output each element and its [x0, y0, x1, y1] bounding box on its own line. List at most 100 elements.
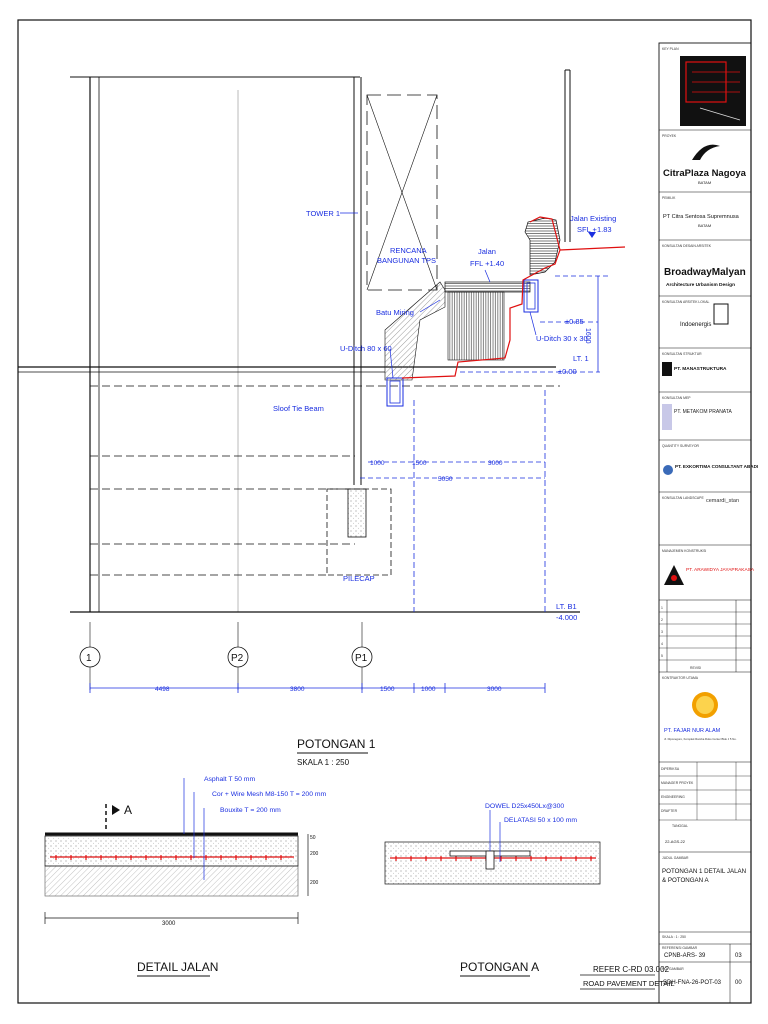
drawing-no: SDH-FNA-26-POT-03: [663, 980, 722, 986]
rev-row-4: 4: [661, 642, 663, 646]
ref-value: CPNB-ARS- 39: [664, 953, 706, 959]
layer-cor: Cor + Wire Mesh M8-150 T = 200 mm: [212, 791, 327, 798]
side-dim-1: 50: [310, 835, 316, 841]
key-plan-thumbnail: [680, 56, 746, 126]
grid-marker-1: [79, 646, 101, 668]
tb-architect-sub: Architecture Urbanism Design: [666, 282, 735, 288]
drawing-title-2: & POTONGAN A: [662, 877, 710, 884]
grid-label-1: 1: [86, 653, 92, 664]
tb-key-plan-label: KEY PLAN: [662, 47, 679, 51]
section-potongan-1: TOWER 1 RENCANA BANGUNAN TPS Jalan FFL +…: [18, 69, 626, 767]
citraplaza-logo-icon: [692, 144, 720, 160]
rev-row-2: 2: [661, 618, 663, 622]
tb-structure: PT. MANASTRUKTURA: [674, 366, 727, 372]
tb-structure-label: KONSULTAN STRUKTUR: [662, 352, 702, 356]
date-value: 22-AGS-22: [665, 839, 686, 844]
label-jalan-existing-1: Jalan Existing: [570, 214, 616, 223]
tb-landscape-label: KONSULTAN LANDSCAPE: [662, 496, 704, 500]
rev-row-3: 3: [661, 630, 663, 634]
grid-marker-p2: [227, 646, 249, 668]
tb-landscape: cemardi_stan: [706, 498, 739, 504]
refer-line-2: ROAD PAVEMENT DETAIL: [583, 979, 675, 988]
label-lt1: LT. 1: [573, 354, 589, 363]
tb-owner-label: PEMILIK: [662, 196, 676, 200]
bottom-dim-3: 1500: [380, 686, 395, 693]
dim-5050: 5050: [438, 476, 453, 483]
drawing-title-1: POTONGAN 1 DETAIL JALAN: [662, 868, 746, 875]
section-marker-a: A: [124, 803, 132, 817]
layer-bouxite: Bouxite T = 200 mm: [220, 807, 281, 814]
rev-row-5: 5: [661, 654, 663, 658]
grid-marker-p1: [351, 646, 373, 668]
signoff-1: DIPERIKSA: [661, 767, 680, 771]
tb-pm-label: MANAJEMEN KONSTRUKSI: [662, 549, 706, 553]
tb-owner: PT Citra Sentosa Supremnusa: [663, 214, 740, 220]
tb-project-logo: CitraPlaza Nagoya: [663, 168, 747, 179]
label-delatasi: DELATASI 50 x 100 mm: [504, 817, 577, 824]
signoff-3: ENGINEERING: [661, 795, 685, 799]
drawing-no-label: NO. GAMBAR: [662, 967, 684, 971]
tb-qs: PT. EXKORTIMA CONSULTANT ABADI: [675, 464, 758, 469]
tb-mep: PT. METAKOM PRANATA: [674, 409, 732, 415]
tb-project-label: PROYEK: [662, 134, 677, 138]
detail-jalan: A Asphalt T 50 mm Cor + Wire Mesh M8-150…: [44, 776, 327, 977]
section-scale: SKALA 1 : 250: [297, 758, 350, 767]
label-jalan-1: Jalan: [478, 247, 496, 256]
label-tower: TOWER 1: [306, 209, 340, 218]
width-dim: 3000: [162, 921, 176, 927]
title-block: KEY PLAN PROYEK CitraPlaza Nagoya BATAM …: [658, 42, 758, 1004]
drawing-title-label: JUDUL GAMBAR: [662, 856, 689, 860]
rev-header: REVISI: [690, 666, 701, 670]
label-uditch-right: U-Ditch 30 x 30: [536, 334, 588, 343]
label-jalan-existing-2: SFL +1.83: [577, 225, 612, 234]
potongan-a: DOWEL D25x450Lx@300 DELATASI 50 x 100 mm…: [384, 803, 601, 977]
rev-row-1: 1: [661, 606, 663, 610]
side-dim-3: 200: [310, 880, 319, 886]
section-title: POTONGAN 1: [297, 737, 376, 751]
label-batu-miring: Batu Miring: [376, 308, 414, 317]
grid-label-p1: P1: [355, 653, 368, 664]
side-dim-2: 200: [310, 851, 319, 857]
tb-project-city: BATAM: [698, 180, 711, 185]
label-dowel: DOWEL D25x450Lx@300: [485, 803, 564, 810]
bottom-dim-4: 1000: [421, 686, 436, 693]
tb-architect: BroadwayMalyan: [664, 267, 746, 278]
label-pilecap: PILECAP: [343, 574, 375, 583]
rev-value: 00: [735, 980, 742, 986]
tb-contractor-address: Jl. Diponegoro, Komplek Ramba Ruko Cente…: [664, 737, 737, 741]
signoff-2: MANAGER PROYEK: [661, 781, 694, 785]
dim-1000: 1000: [370, 460, 385, 467]
tb-local-architect: Indoenergis: [680, 322, 711, 328]
refer-line-1: REFER C-RD 03.002: [593, 965, 670, 974]
detail-jalan-title: DETAIL JALAN: [137, 960, 218, 974]
tb-pm: PT. ARAWIDYA JAYAPRAKASA: [686, 567, 755, 573]
label-rencana-1: RENCANA: [390, 246, 427, 255]
tb-mep-label: KONSULTAN MEP: [662, 396, 691, 400]
layer-asphalt: Asphalt T 50 mm: [204, 776, 255, 783]
label-rencana-2: BANGUNAN TPS: [377, 256, 436, 265]
potongan-a-title: POTONGAN A: [460, 960, 539, 974]
ref-label: REFERENSI GAMBAR: [662, 946, 698, 950]
dim-1600: 1600: [584, 328, 591, 344]
tb-architect-label: KONSULTAN DESAIN ARSITEK: [662, 244, 712, 248]
tb-contractor-label: KONTRAKTOR UTAMA: [662, 676, 699, 680]
bottom-dim-5: 3000: [487, 686, 502, 693]
tb-owner-city: BATAM: [698, 223, 711, 228]
bottom-dim-2: 3800: [290, 686, 305, 693]
label-sloof: Sloof Tie Beam: [273, 404, 324, 413]
grid-label-p2: P2: [231, 653, 244, 664]
tb-scale: SKALA : 1 : 250: [662, 935, 686, 939]
signoff-4: DRAFTER: [661, 809, 678, 813]
label-elev-000: ±0.00: [558, 367, 577, 376]
dim-1500: 1500: [412, 460, 427, 467]
label-jalan-2: FFL +1.40: [470, 259, 504, 268]
label-lt-b1-elev: -4.000: [556, 613, 577, 622]
sheet-no: 03: [735, 953, 742, 959]
dim-3000: 3000: [488, 460, 503, 467]
bottom-dim-1: 4498: [155, 686, 170, 693]
label-elev-085: ±0.85: [565, 317, 584, 326]
tb-contractor: PT. FAJAR NUR ALAM: [664, 728, 721, 734]
label-uditch-left: U-Ditch 80 x 60: [340, 344, 392, 353]
date-label: TANGGAL: [672, 824, 688, 828]
